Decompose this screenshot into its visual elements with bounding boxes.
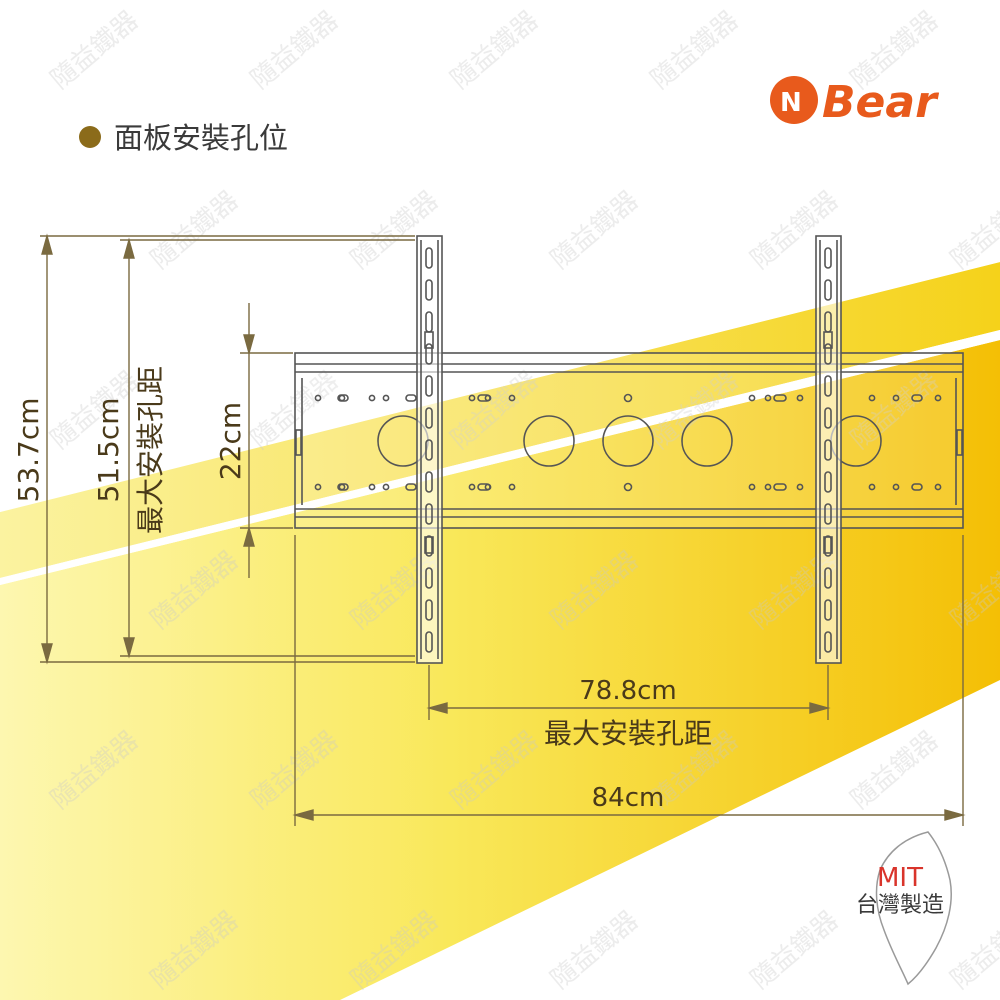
plate-hole (382, 394, 390, 402)
plate-slot (911, 394, 923, 402)
plate-slot (477, 394, 491, 402)
bracket-slot (824, 407, 832, 429)
plate-hole (382, 483, 390, 491)
watermark-text: 隨益鐵器 (445, 6, 544, 96)
plate-slot (911, 483, 923, 491)
bracket-slot (425, 375, 433, 397)
bracket-slot (824, 247, 832, 269)
bracket-left (416, 235, 443, 664)
plate-hole (468, 394, 476, 402)
bracket-slot (425, 439, 433, 461)
bracket-slot (425, 567, 433, 589)
bracket-slot (824, 279, 832, 301)
max-vertical-caption: 最大安裝孔距 (134, 366, 167, 534)
overall-width-label: 84cm (592, 783, 665, 813)
bracket-clip (823, 331, 833, 349)
plate-center-hole (623, 393, 633, 403)
plate-hole (748, 483, 756, 491)
plate-slot (337, 394, 349, 402)
bracket-slot (425, 471, 433, 493)
bracket-slot (824, 343, 832, 365)
bracket-slot (425, 247, 433, 269)
plate-hole (764, 483, 772, 491)
bracket-clip (424, 536, 434, 554)
wall-plate (294, 352, 964, 529)
plate-hole (508, 394, 516, 402)
yellow-band-upper (0, 262, 1000, 578)
plate-hole (468, 483, 476, 491)
made-in-taiwan-label: 台灣製造 (856, 893, 944, 918)
mit-label: MIT (877, 863, 923, 893)
bracket-slot (425, 535, 433, 557)
bracket-slot (425, 407, 433, 429)
plate-hole (368, 394, 376, 402)
overall-height-label: 53.7cm (12, 397, 45, 502)
watermark-text: 隨益鐵器 (245, 6, 344, 96)
plate-hole (314, 394, 322, 402)
plate-hole (868, 394, 876, 402)
bracket-slot (824, 471, 832, 493)
mit-badge: MIT 台灣製造 (856, 831, 952, 986)
watermark-text: 隨益鐵器 (545, 186, 644, 276)
logo-text: Bear (822, 77, 939, 128)
bracket-slot (824, 375, 832, 397)
plate-slot (405, 394, 417, 402)
plate-large-holes (377, 415, 882, 467)
white-corner (340, 680, 1000, 1000)
page-title: 面板安裝孔位 (114, 121, 288, 155)
logo-mark-icon (770, 76, 818, 124)
plate-slot (337, 483, 349, 491)
bracket-right (815, 235, 842, 664)
plate-hole (314, 483, 322, 491)
plate-hole (368, 483, 376, 491)
taiwan-map-icon (875, 831, 952, 986)
plate-slot (405, 483, 417, 491)
logo-mark: N (780, 88, 802, 118)
bracket-slot (824, 599, 832, 621)
header-bullet-icon (79, 126, 101, 148)
plate-hole (892, 483, 900, 491)
plate-hole (868, 483, 876, 491)
bracket-slot (425, 599, 433, 621)
brand-logo: N Bear (770, 76, 939, 128)
bracket-slot (425, 343, 433, 365)
max-horizontal-caption: 最大安裝孔距 (544, 717, 712, 750)
plate-height-label: 22cm (214, 402, 247, 480)
bracket-clip (424, 331, 434, 349)
bracket-clip (823, 536, 833, 554)
plate-hole (892, 394, 900, 402)
plate-hole (934, 394, 942, 402)
dimension-lines (40, 233, 966, 826)
bracket-slot (425, 631, 433, 653)
bracket-slot (425, 503, 433, 525)
plate-center-hole (623, 482, 633, 492)
max-horizontal-value: 78.8cm (579, 676, 677, 706)
bracket-slot (824, 567, 832, 589)
plate-small-holes (314, 393, 942, 492)
plate-hole (934, 483, 942, 491)
bracket-slot (824, 439, 832, 461)
plate-hole (796, 394, 804, 402)
plate-hole (508, 483, 516, 491)
plate-slot (773, 483, 787, 491)
plate-hole (764, 394, 772, 402)
plate-hole (748, 394, 756, 402)
plate-slot (773, 394, 787, 402)
bracket-slot (425, 279, 433, 301)
bracket-slot (824, 535, 832, 557)
bracket-slot (824, 503, 832, 525)
watermark-text: 隨益鐵器 (645, 6, 744, 96)
max-vertical-value: 51.5cm (92, 397, 125, 502)
plate-slot (477, 483, 491, 491)
watermark-text: 隨益鐵器 (45, 6, 144, 96)
plate-hole (796, 483, 804, 491)
bracket-slot (824, 631, 832, 653)
watermark-text: 隨益鐵器 (145, 186, 244, 276)
